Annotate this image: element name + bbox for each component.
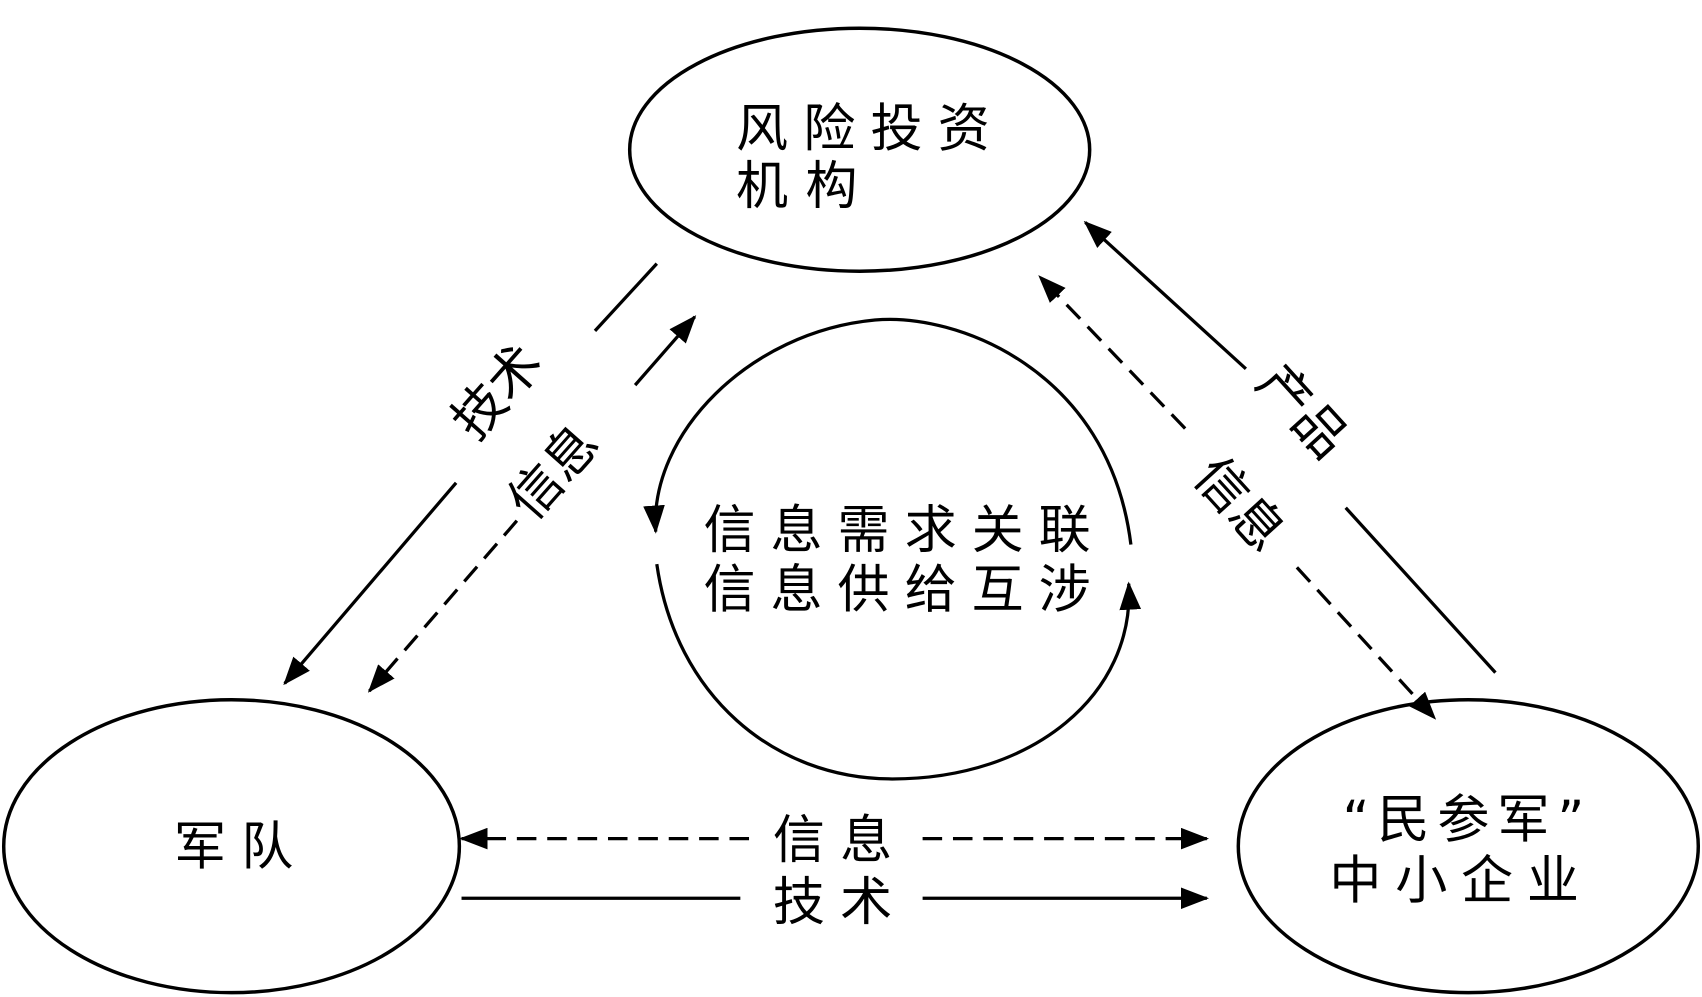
node-army [1,698,462,995]
node-vc-label-line2: 机构 [736,157,858,217]
edge-sme-vc-product-label: 产品 [1245,353,1359,470]
node-sme-label-line2: 中小企业 [1329,851,1579,911]
edge-army-sme-tech-label: 技术 [773,873,892,933]
center-loop-bottom-arc [655,563,1142,781]
center-text-line2: 信息供给互涉 [703,561,1090,621]
edge-army-sme-info-label: 信息 [773,811,892,871]
edge-army-vc-info-label: 信息 [497,414,611,532]
node-vc-institution [627,26,1092,273]
edge-sme-vc-product-lower [1344,506,1497,674]
center-loop-top-arc [643,317,1133,545]
edge-army-vc-info-upper [633,315,697,387]
edge-vc-sme-info-upper [1038,275,1187,430]
node-vc-label-line1: 风险投资 [736,99,990,159]
center-text-line1: 信息需求关联 [703,501,1090,561]
edge-vc-army-tech-label: 技术 [441,333,555,451]
edge-sme-vc-product-upper [1083,220,1247,371]
node-army-label: 军队 [174,818,293,878]
node-sme [1236,698,1701,995]
edge-vc-sme-info-lower [1295,566,1437,720]
edge-vc-army-tech-lower [283,481,458,686]
edge-vc-sme-info-label: 信息 [1182,446,1296,563]
node-sme-label-line1: “民参军” [1342,791,1584,851]
edge-vc-army-tech-upper [593,262,659,332]
edge-army-vc-info-lower [367,519,519,693]
